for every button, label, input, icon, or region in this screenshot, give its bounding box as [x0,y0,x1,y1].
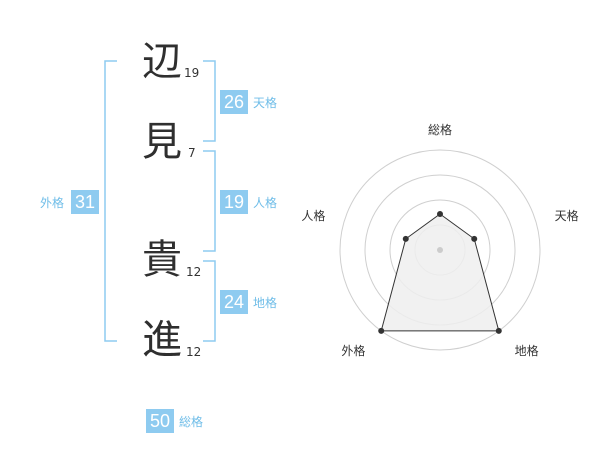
tenkaku-badge: 26 [220,90,248,114]
radar-center-dot [437,247,443,253]
gaikaku-bracket [104,60,117,342]
radar-axis-label: 人格 [301,208,325,223]
stroke-count-2: 7 [188,146,196,160]
name-char-1: 辺 [142,39,182,85]
chikaku-bracket [203,260,216,342]
chikaku-label: 地格 [253,296,278,310]
radar-point-0 [437,211,443,217]
radar-axis-label: 天格 [555,208,579,223]
radar-grid-circle [339,149,541,351]
soukaku-badge: 50 [146,409,174,433]
radar-point-2 [495,327,502,334]
radar-axis-label: 外格 [341,343,365,358]
jinkaku-bracket [203,150,216,252]
jinkaku-label: 人格 [253,196,278,210]
name-char-4: 進 [142,317,182,363]
gaikaku-badge: 31 [71,190,99,214]
stroke-count-3: 12 [186,265,202,279]
jinkaku-badge: 19 [220,190,248,214]
radar-axis-label: 総格 [428,122,452,137]
radar-point-3 [378,327,385,334]
radar-point-4 [402,235,409,242]
radar-data-polygon [380,213,500,332]
radar-point-1 [471,235,478,242]
tenkaku-bracket [203,60,216,142]
gaikaku-label: 外格 [40,196,65,210]
name-char-3: 貴 [142,237,182,283]
soukaku-label: 総格 [179,415,204,429]
stroke-count-4: 12 [186,345,202,359]
name-char-2: 見 [142,119,182,165]
radar-axis-label: 地格 [515,343,539,358]
chikaku-badge: 24 [220,290,248,314]
stroke-count-1: 19 [184,66,200,80]
tenkaku-label: 天格 [253,96,278,110]
